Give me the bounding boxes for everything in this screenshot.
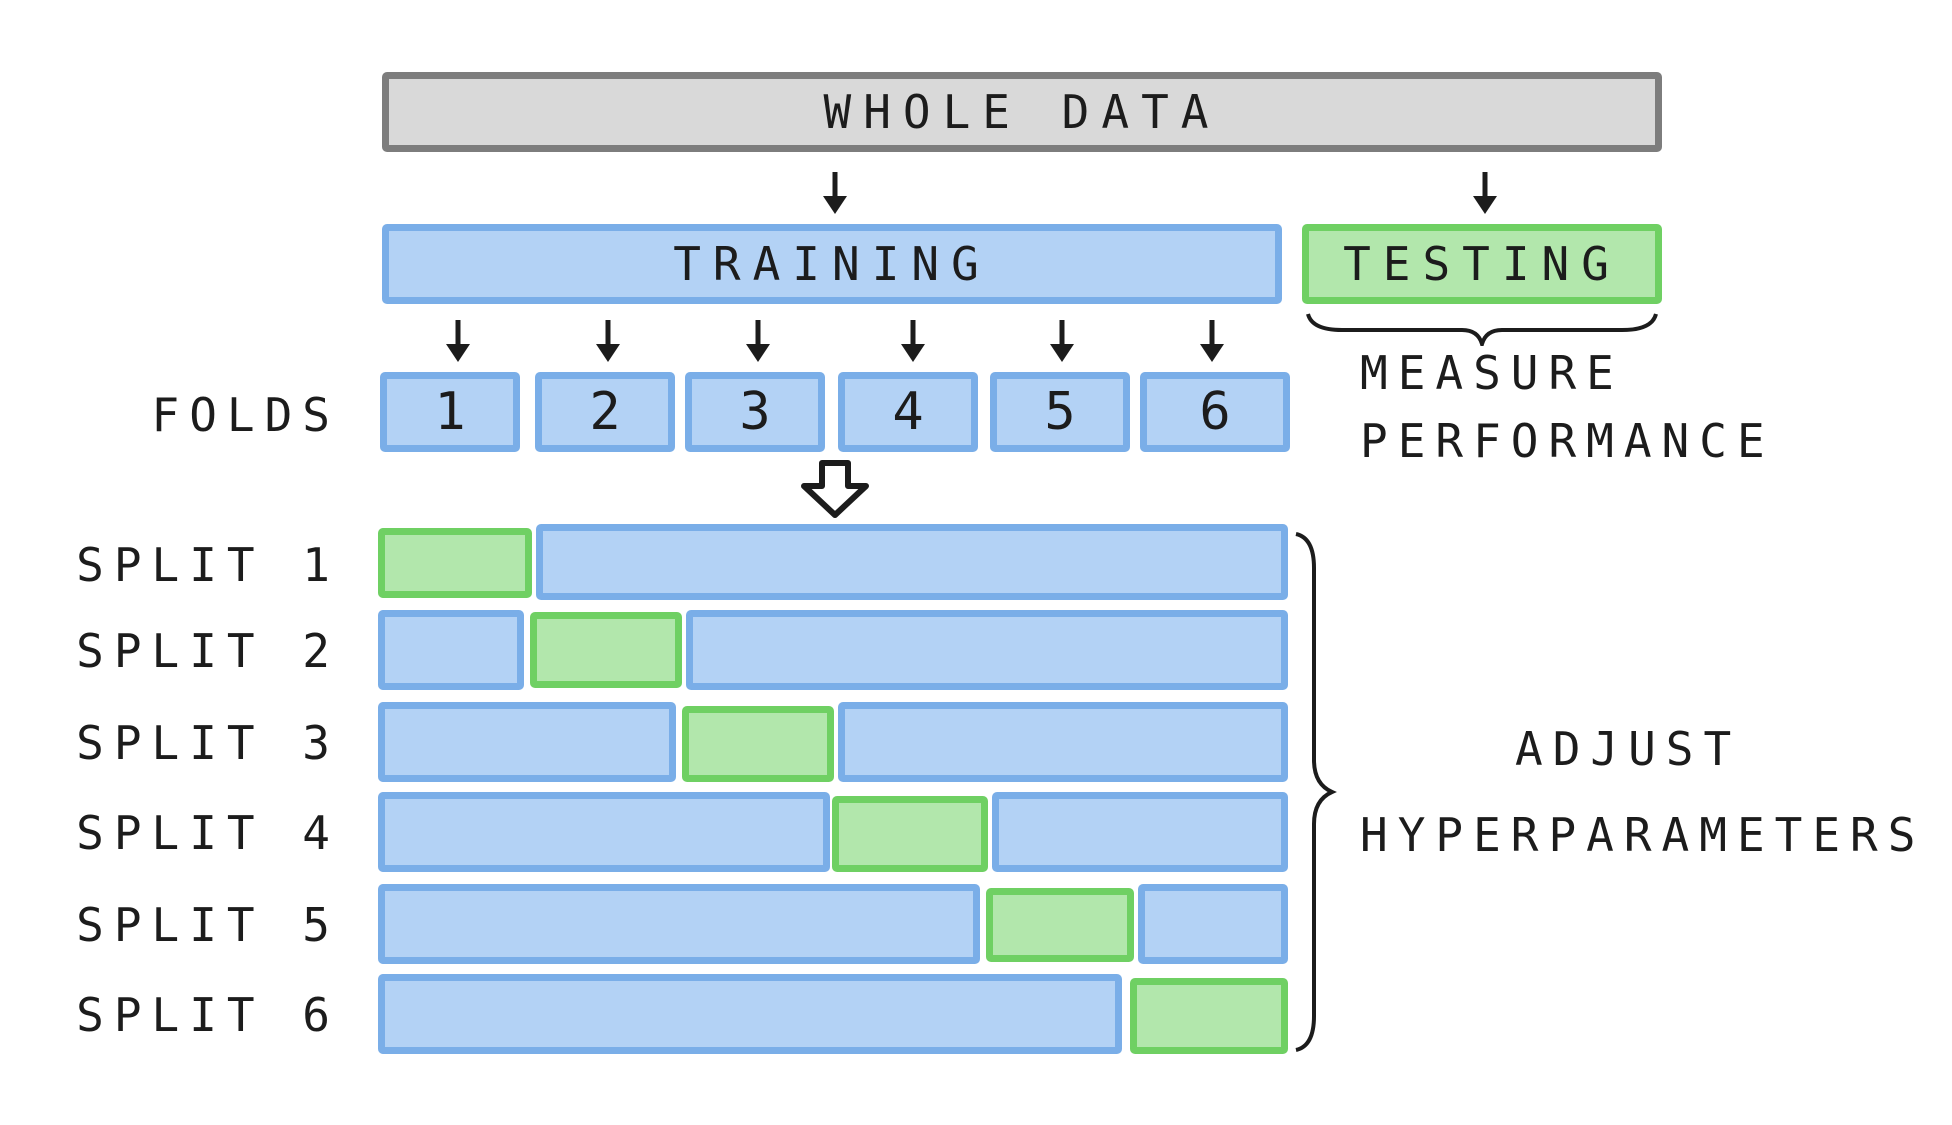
split-2-training-segment — [686, 610, 1288, 690]
split-5-training-segment — [378, 884, 980, 964]
arrow-down-icon — [1050, 320, 1074, 362]
fold-number: 5 — [1044, 382, 1076, 442]
split-6-validation-segment — [1130, 978, 1288, 1054]
brace-under-testing — [1306, 313, 1658, 346]
fold-number: 3 — [739, 382, 771, 442]
arrow-down-icon — [446, 320, 470, 362]
split-5-training-segment — [1138, 884, 1288, 964]
arrow-down-icon — [1200, 320, 1224, 362]
split-3-training-segment — [378, 702, 676, 782]
folds-label: FOLDS — [151, 388, 340, 442]
arrow-down-icon — [823, 172, 847, 214]
fold-number: 2 — [589, 382, 621, 442]
fold-box: 1 — [380, 372, 520, 452]
fold-number: 6 — [1199, 382, 1231, 442]
whole-data-bar: WHOLE DATA — [382, 72, 1662, 152]
split-3-validation-segment — [682, 706, 834, 782]
split-4-training-segment — [992, 792, 1288, 872]
split-1-training-segment — [536, 524, 1288, 600]
brace-right-of-splits — [1295, 532, 1337, 1052]
arrow-down-icon — [901, 320, 925, 362]
split-4-validation-segment — [832, 796, 988, 872]
fold-number: 4 — [892, 382, 924, 442]
split-5-validation-segment — [986, 888, 1134, 962]
split-label: SPLIT 1 — [76, 538, 340, 592]
fold-box: 3 — [685, 372, 825, 452]
block-arrow-down-icon — [801, 460, 869, 518]
split-4-training-segment — [378, 792, 830, 872]
split-label: SPLIT 3 — [76, 716, 340, 770]
training-bar: TRAINING — [382, 224, 1282, 304]
split-label: SPLIT 6 — [76, 988, 340, 1042]
testing-label: TESTING — [1343, 237, 1621, 291]
fold-box: 6 — [1140, 372, 1290, 452]
split-label: SPLIT 4 — [76, 806, 340, 860]
fold-box: 4 — [838, 372, 978, 452]
training-label: TRAINING — [673, 237, 991, 291]
split-3-training-segment — [838, 702, 1288, 782]
arrow-down-icon — [746, 320, 770, 362]
adjust-text: ADJUST — [1515, 722, 1742, 776]
whole-data-label: WHOLE DATA — [823, 85, 1221, 139]
measure-text: MEASURE — [1360, 346, 1624, 400]
split-label: SPLIT 5 — [76, 898, 340, 952]
hyperparameters-text: HYPERPARAMETERS — [1360, 808, 1926, 862]
split-label: SPLIT 2 — [76, 624, 340, 678]
performance-text: PERFORMANCE — [1360, 414, 1775, 468]
fold-box: 2 — [535, 372, 675, 452]
fold-number: 1 — [434, 382, 466, 442]
split-2-validation-segment — [530, 612, 682, 688]
arrow-down-icon — [596, 320, 620, 362]
split-1-validation-segment — [378, 528, 532, 598]
testing-bar: TESTING — [1302, 224, 1662, 304]
split-6-training-segment — [378, 974, 1122, 1054]
fold-box: 5 — [990, 372, 1130, 452]
arrow-down-icon — [1473, 172, 1497, 214]
split-2-training-segment — [378, 610, 524, 690]
